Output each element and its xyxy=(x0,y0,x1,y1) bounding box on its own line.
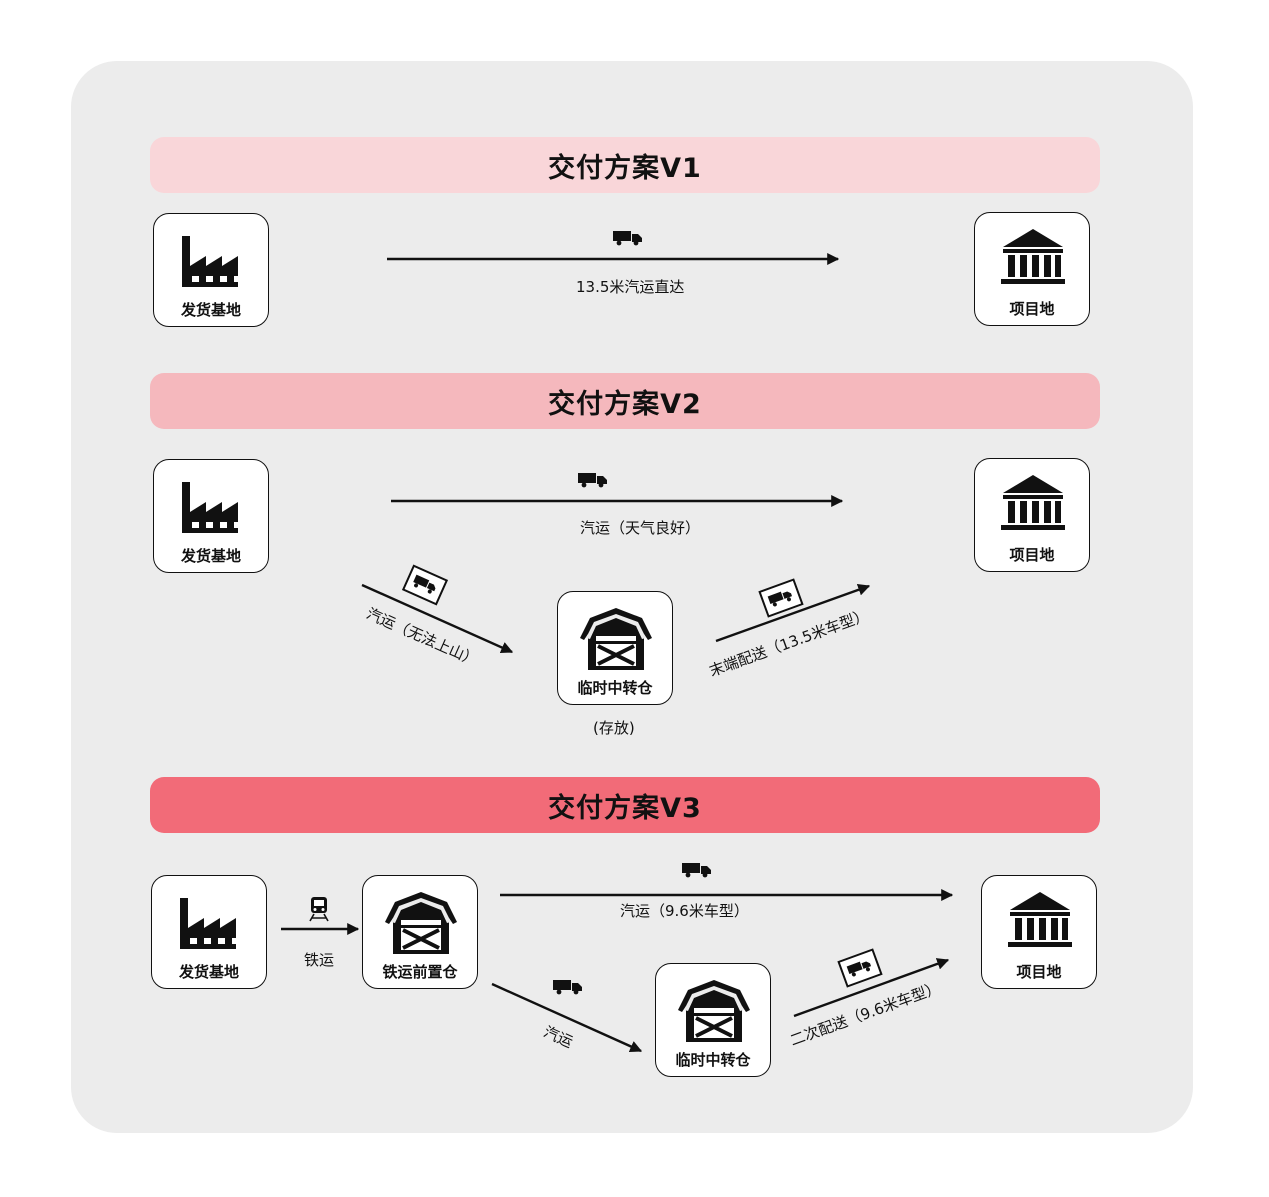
v2-transfer-note: (存放) xyxy=(593,719,635,737)
v3-destination-node: 项目地 xyxy=(981,875,1097,989)
barn-icon xyxy=(656,964,772,1050)
train-icon xyxy=(307,896,331,922)
v3-to-site-arrow xyxy=(793,958,950,1018)
barn-icon xyxy=(363,876,479,962)
v3-direct-label: 汽运（9.6米车型） xyxy=(620,902,749,920)
v3-origin-label: 发货基地 xyxy=(178,963,239,981)
v1-route-label: 13.5米汽运直达 xyxy=(576,278,685,296)
truck-icon xyxy=(613,230,643,246)
v1-destination-node: 项目地 xyxy=(974,212,1090,326)
v3-rail-warehouse-node: 铁运前置仓 xyxy=(362,875,478,989)
plan-v2-banner: 交付方案V2 xyxy=(150,373,1100,429)
factory-icon xyxy=(154,214,270,300)
v3-rail-warehouse-label: 铁运前置仓 xyxy=(382,963,458,981)
truck-icon xyxy=(682,862,712,878)
museum-icon xyxy=(975,213,1091,299)
v2-to-transfer-arrow xyxy=(361,583,514,654)
plan-v1-banner: 交付方案V1 xyxy=(150,137,1100,193)
plan-v2-title: 交付方案V2 xyxy=(548,388,702,420)
plan-v3-title: 交付方案V3 xyxy=(548,792,702,824)
factory-icon xyxy=(152,876,268,962)
plan-v3-banner: 交付方案V3 xyxy=(150,777,1100,833)
factory-icon xyxy=(154,460,270,546)
museum-icon xyxy=(975,459,1091,545)
v2-destination-node: 项目地 xyxy=(974,458,1090,572)
plan-v1-title: 交付方案V1 xyxy=(548,152,702,184)
v2-direct-label: 汽运（天气良好） xyxy=(580,519,701,537)
v2-destination-label: 项目地 xyxy=(1009,546,1055,564)
v3-origin-node: 发货基地 xyxy=(151,875,267,989)
v1-origin-node: 发货基地 xyxy=(153,213,269,327)
v2-origin-label: 发货基地 xyxy=(180,547,241,565)
truck-icon xyxy=(578,472,608,488)
barn-icon xyxy=(558,592,674,678)
v3-rail-label: 铁运 xyxy=(304,951,335,969)
v1-destination-label: 项目地 xyxy=(1009,300,1055,318)
v2-transfer-node: 临时中转仓 xyxy=(557,591,673,705)
v2-origin-node: 发货基地 xyxy=(153,459,269,573)
v3-destination-label: 项目地 xyxy=(1016,963,1062,981)
v2-to-site-arrow xyxy=(715,584,871,643)
v3-transfer-node: 临时中转仓 xyxy=(655,963,771,1077)
v3-transfer-label: 临时中转仓 xyxy=(675,1051,751,1069)
museum-icon xyxy=(982,876,1098,962)
v1-origin-label: 发货基地 xyxy=(180,301,241,319)
v3-to-transfer-arrow xyxy=(491,982,643,1053)
v2-transfer-label: 临时中转仓 xyxy=(577,679,653,697)
truck-icon xyxy=(553,979,583,995)
